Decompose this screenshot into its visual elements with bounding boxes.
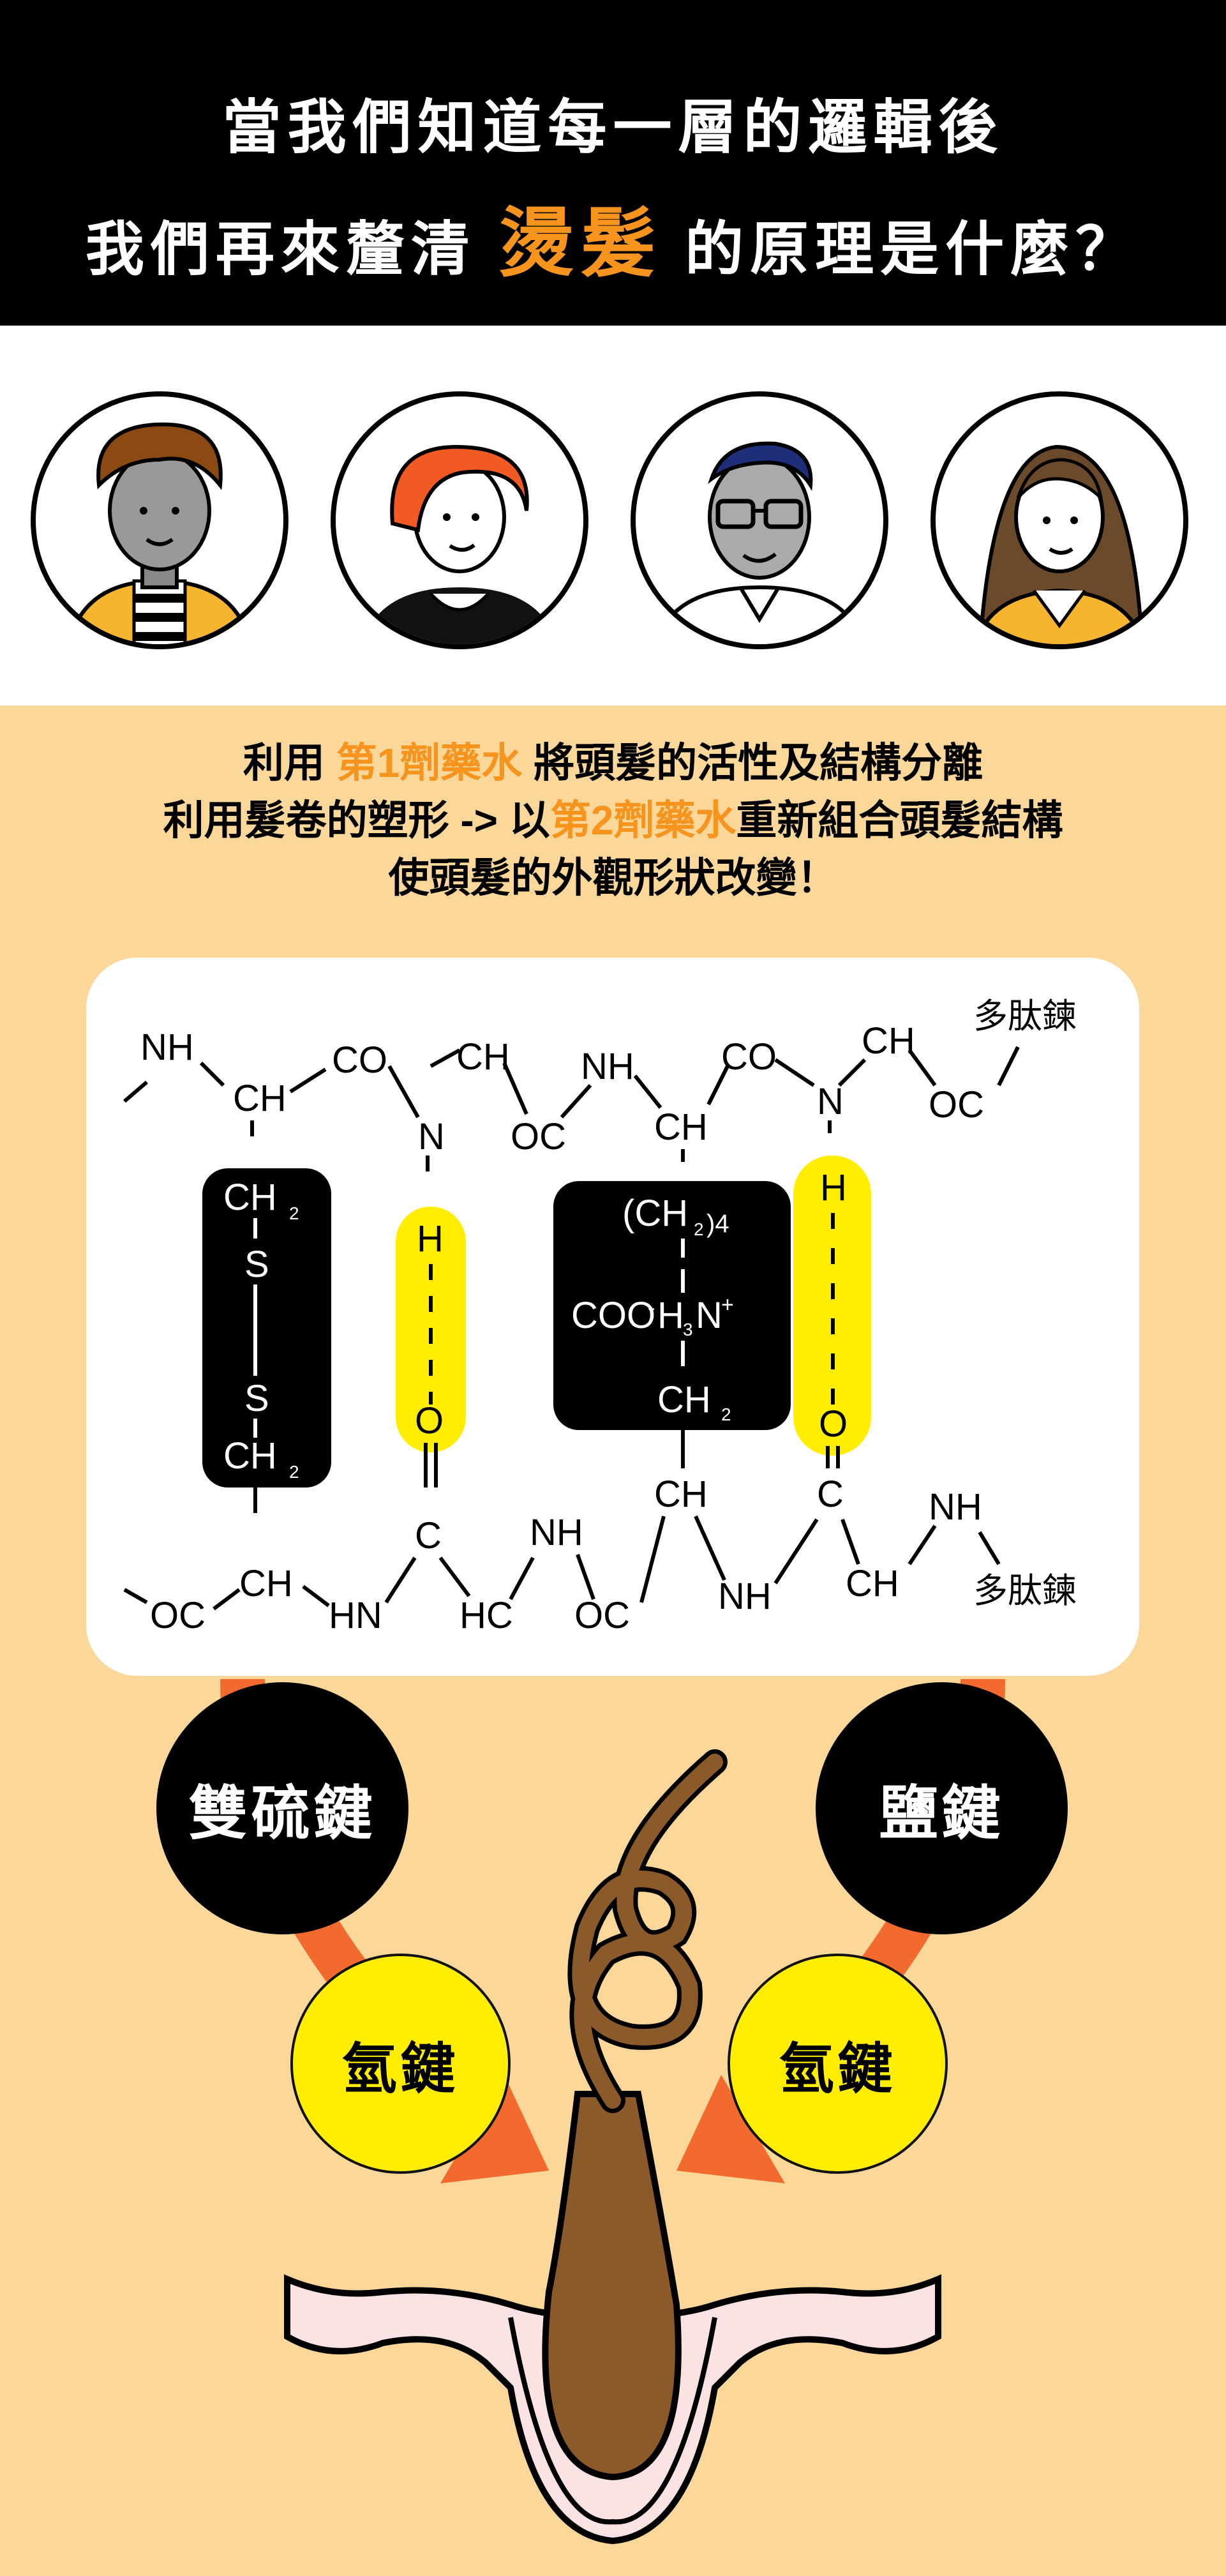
disulfide-ch2-bottom: CH <box>223 1435 277 1477</box>
intro-line-2-prefix: 利用髮卷的塑形 -> 以 <box>163 797 550 843</box>
top-ch-3: CH <box>654 1106 708 1148</box>
disulfide-box <box>202 1168 331 1488</box>
salt-coo: COO <box>571 1295 655 1336</box>
hair-curl <box>572 1754 723 2109</box>
intro-line-1-prefix: 利用 <box>243 740 336 786</box>
hair-bulb <box>542 2091 682 2481</box>
salt-ch2-4-close: )4 <box>706 1210 729 1238</box>
bottom-oc-2: OC <box>574 1595 630 1636</box>
header-highlight-perm: 燙髮 <box>498 202 662 286</box>
salt-h3-sub: 3 <box>683 1320 693 1339</box>
top-chain-label: 多肽鍊 <box>973 997 1077 1036</box>
hydrogen-bond-left-label: 氫鍵 <box>290 1954 511 2174</box>
salt-bond-box <box>553 1181 791 1430</box>
bottom-ch-3: CH <box>846 1563 899 1604</box>
chemical-structure-card: NH CH CO CH N OC NH CH CO N CH OC 多肽鍊 <box>86 958 1139 1676</box>
bottom-c-1: C <box>415 1515 442 1556</box>
salt-ch2-sub: 2 <box>721 1405 731 1424</box>
avatar-person-3 <box>631 391 888 649</box>
bottom-ch-2: CH <box>654 1473 708 1515</box>
avatar-person-1 <box>31 391 288 649</box>
intro-line-3: 使頭髮的外觀形狀改變！ <box>388 855 838 901</box>
bottom-c-2: C <box>817 1473 844 1515</box>
top-n-2: N <box>817 1081 844 1122</box>
salt-ch2-4-sub: 2 <box>694 1219 704 1239</box>
bottom-ch-1: CH <box>239 1563 293 1604</box>
disulfide-ch2-top: CH <box>223 1177 277 1218</box>
bottom-oc-1: OC <box>150 1595 206 1636</box>
avatar-person-2 <box>331 391 588 649</box>
salt-n-plus: + <box>721 1293 734 1317</box>
header-line-2: 我們再來釐清 燙髮 的原理是什麼？ <box>0 182 1226 291</box>
top-oc-2: OC <box>929 1084 984 1126</box>
salt-coo-minus: - <box>648 1296 655 1320</box>
intro-line-2-suffix: 重新組合頭髮結構 <box>736 797 1063 843</box>
disulfide-ch2-top-sub: 2 <box>289 1203 299 1223</box>
avatar-person-4 <box>931 391 1188 649</box>
salt-ch2-4: (CH <box>622 1193 688 1234</box>
arrow-left-head <box>440 2075 549 2183</box>
top-co-2: CO <box>721 1036 777 1078</box>
hbond-right-h: H <box>820 1167 847 1209</box>
top-ch-4: CH <box>862 1020 915 1062</box>
top-co-1: CO <box>332 1039 387 1081</box>
bottom-nh-2: NH <box>718 1576 772 1617</box>
avatar-strip <box>0 326 1226 705</box>
intro-line-1: 利用 第1劑藥水 將頭髮的活性及結構分離 <box>0 734 1226 792</box>
salt-h: H <box>657 1295 684 1336</box>
arrow-right-head <box>677 2075 785 2183</box>
top-ch-2: CH <box>456 1036 510 1078</box>
intro-line-1-suffix: 將頭髮的活性及結構分離 <box>522 740 983 786</box>
top-ch-1: CH <box>233 1078 287 1119</box>
bottom-nh-3: NH <box>929 1486 982 1528</box>
salt-bond-label: 鹽鍵 <box>816 1682 1068 1934</box>
header-banner: 當我們知道每一層的邏輯後 我們再來釐清 燙髮 的原理是什麼？ <box>0 0 1226 326</box>
intro-text: 利用 第1劑藥水 將頭髮的活性及結構分離 利用髮卷的塑形 -> 以第2劑藥水重新… <box>0 734 1226 907</box>
hbond-left-h: H <box>417 1218 444 1260</box>
disulfide-bond-label: 雙硫鍵 <box>156 1682 408 1934</box>
chemical-structure-diagram: NH CH CO CH N OC NH CH CO N CH OC 多肽鍊 <box>123 997 1077 1636</box>
hydrogen-bond-right <box>793 1156 871 1456</box>
salt-ch2: CH <box>657 1379 711 1420</box>
header-line-2-suffix: 的原理是什麼？ <box>685 217 1141 282</box>
bottom-hc: HC <box>460 1595 513 1636</box>
hbond-right-o: O <box>819 1403 848 1445</box>
top-n-1: N <box>418 1116 445 1157</box>
bottom-hn: HN <box>329 1595 382 1636</box>
top-nh-1: NH <box>140 1027 194 1068</box>
top-oc-1: OC <box>511 1116 566 1157</box>
disulfide-ch2-bottom-sub: 2 <box>289 1462 299 1482</box>
hydrogen-bond-right-label: 氫鍵 <box>728 1954 948 2174</box>
header-line-2-prefix: 我們再來釐清 <box>85 217 476 282</box>
header-line-1: 當我們知道每一層的邏輯後 <box>222 95 1004 160</box>
disulfide-s-2: S <box>244 1378 269 1419</box>
top-nh-2: NH <box>581 1046 634 1087</box>
intro-highlight-agent-1: 第1劑藥水 <box>336 740 523 786</box>
disulfide-s-1: S <box>244 1244 269 1285</box>
intro-highlight-agent-2: 第2劑藥水 <box>549 797 736 843</box>
salt-n: N <box>696 1295 722 1336</box>
bottom-chain-label: 多肽鍊 <box>973 1572 1077 1610</box>
bottom-nh-1: NH <box>530 1512 583 1553</box>
hbond-left-o: O <box>415 1400 444 1442</box>
intro-line-2: 利用髮卷的塑形 -> 以第2劑藥水重新組合頭髮結構 <box>0 792 1226 849</box>
